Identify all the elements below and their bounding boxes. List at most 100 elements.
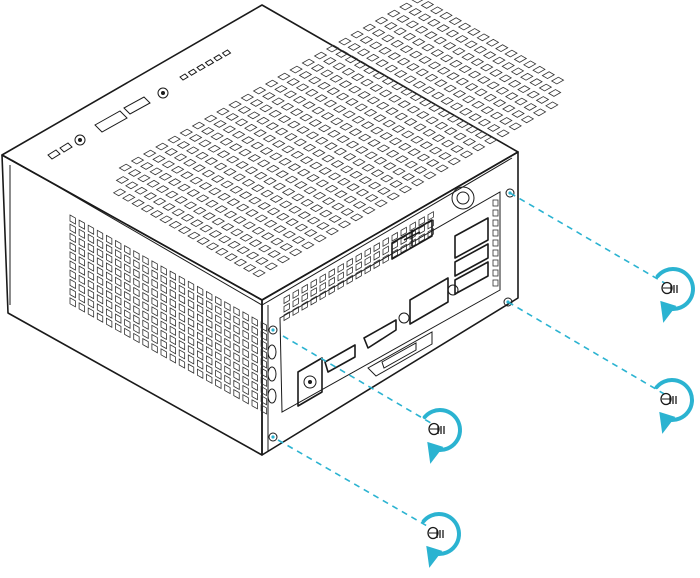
vent-hole xyxy=(474,131,489,139)
vent-hole xyxy=(217,192,231,201)
vent-hole xyxy=(284,175,299,184)
vent-hole xyxy=(308,119,323,127)
vent-hole xyxy=(362,206,376,215)
vent-hole xyxy=(96,284,104,296)
vent-hole xyxy=(227,240,241,249)
vent-hole xyxy=(242,384,249,396)
vent-hole xyxy=(248,239,263,248)
vent-hole xyxy=(213,162,228,171)
vent-hole xyxy=(238,148,252,157)
vent-hole xyxy=(492,229,499,237)
vent-hole xyxy=(330,160,345,168)
vent-hole xyxy=(485,38,500,47)
vent-hole xyxy=(247,154,262,162)
top-controls xyxy=(47,49,232,160)
vent-hole xyxy=(196,304,204,315)
vent-hole xyxy=(185,146,200,155)
vent-hole xyxy=(473,45,488,54)
vent-hole xyxy=(520,115,535,124)
vent-hole xyxy=(363,66,377,75)
screw-path-top-left xyxy=(282,335,437,427)
vent-hole xyxy=(208,230,223,238)
vent-hole xyxy=(201,169,216,178)
vent-hole xyxy=(124,281,131,293)
vent-hole xyxy=(256,116,270,125)
vent-hole xyxy=(124,318,131,329)
vent-hole xyxy=(183,201,198,210)
vent-hole xyxy=(69,223,76,234)
vent-hole xyxy=(142,273,149,284)
vent-hole xyxy=(151,269,158,280)
vent-hole xyxy=(233,379,240,391)
vent-hole xyxy=(216,150,231,159)
vent-hole xyxy=(69,269,76,280)
vent-hole xyxy=(431,134,446,143)
vent-hole xyxy=(409,93,424,102)
vent-hole xyxy=(401,173,416,181)
vent-hole xyxy=(202,212,216,221)
side-vent-grid xyxy=(69,214,267,415)
vent-hole xyxy=(224,310,231,321)
vent-hole xyxy=(452,90,467,98)
vent-hole xyxy=(242,394,249,405)
vent-hole xyxy=(428,104,442,112)
vent-hole xyxy=(160,292,167,304)
vga-screw-left xyxy=(398,312,410,324)
led-indicator xyxy=(179,73,189,81)
vent-hole xyxy=(215,314,222,325)
vent-hole xyxy=(152,197,167,206)
vent-hole xyxy=(283,294,290,305)
vent-hole xyxy=(434,79,448,88)
rotate-arrow-icon xyxy=(422,408,462,464)
bracket-tab xyxy=(367,331,433,377)
vent-hole xyxy=(436,24,450,33)
vent-hole xyxy=(396,15,410,23)
vent-hole xyxy=(251,334,258,346)
vent-hole xyxy=(405,20,420,29)
vent-hole xyxy=(226,155,240,164)
vent-hole xyxy=(177,226,192,235)
vent-hole xyxy=(496,129,510,138)
vent-hole xyxy=(118,163,133,172)
vent-hole xyxy=(233,370,240,381)
vent-hole xyxy=(242,375,249,387)
vent-hole xyxy=(513,55,528,63)
vent-hole xyxy=(160,265,167,276)
vent-hole xyxy=(337,262,344,273)
vent-hole xyxy=(416,111,430,119)
vent-hole xyxy=(78,283,85,295)
vent-hole xyxy=(320,112,335,120)
vent-hole xyxy=(143,192,158,201)
vent-hole xyxy=(409,238,416,249)
vent-hole xyxy=(260,189,274,198)
vent-hole xyxy=(492,249,499,257)
vent-hole xyxy=(251,343,258,355)
vent-hole xyxy=(87,261,95,272)
vent-hole xyxy=(215,323,222,334)
screw-path-bottom-left xyxy=(277,439,435,531)
vent-hole xyxy=(196,340,204,352)
vent-hole xyxy=(413,166,428,174)
vent-hole xyxy=(301,283,308,294)
vent-hole xyxy=(224,365,231,376)
vent-hole xyxy=(292,297,299,308)
vent-hole xyxy=(303,229,318,237)
vent-hole xyxy=(146,179,160,188)
vent-hole xyxy=(162,203,176,211)
vent-hole xyxy=(250,141,264,150)
vent-hole xyxy=(474,88,488,97)
vent-hole xyxy=(461,52,475,61)
vent-hole xyxy=(242,329,249,341)
vent-hole xyxy=(246,111,261,120)
vent-hole xyxy=(215,369,222,380)
vent-hole xyxy=(359,36,374,44)
vent-hole xyxy=(224,319,231,330)
vent-hole xyxy=(229,185,244,194)
vent-hole xyxy=(242,348,249,359)
vent-hole xyxy=(78,293,85,304)
vent-hole xyxy=(245,209,259,217)
vent-hole xyxy=(168,220,183,229)
vent-hole xyxy=(167,135,181,144)
reset-button-icon xyxy=(157,87,169,99)
vent-hole xyxy=(375,101,390,110)
